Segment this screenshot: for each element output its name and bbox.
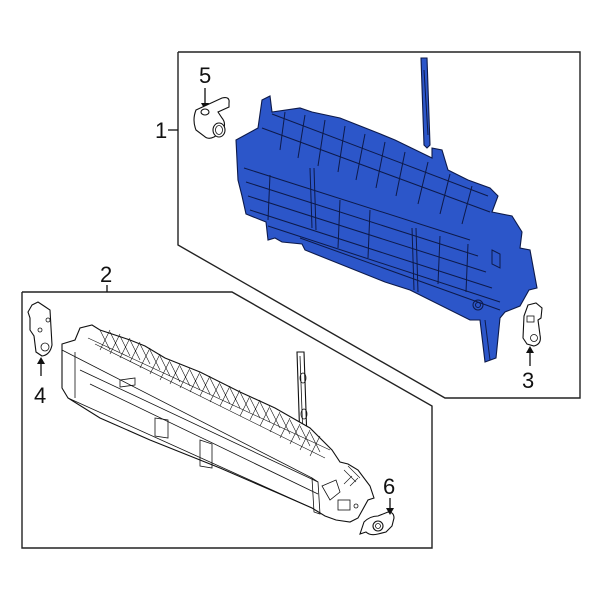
svg-text:6: 6 bbox=[383, 474, 395, 499]
upper-seal-strip bbox=[420, 57, 431, 149]
lower-actuator-part[interactable] bbox=[359, 511, 395, 536]
mesh-pattern bbox=[99, 329, 321, 457]
callout-2[interactable]: 2 bbox=[100, 262, 112, 292]
actuator-motor-part[interactable] bbox=[193, 97, 230, 139]
svg-text:5: 5 bbox=[199, 63, 211, 88]
right-bracket-part[interactable] bbox=[522, 302, 543, 347]
left-bracket-part[interactable] bbox=[27, 301, 53, 357]
callout-5[interactable]: 5 bbox=[199, 63, 211, 110]
svg-text:2: 2 bbox=[100, 262, 112, 287]
svg-text:4: 4 bbox=[34, 383, 46, 408]
lower-group-box bbox=[21, 291, 433, 549]
svg-text:1: 1 bbox=[155, 118, 167, 143]
callout-4[interactable]: 4 bbox=[34, 357, 46, 408]
callout-3[interactable]: 3 bbox=[522, 346, 534, 393]
upper-group-box bbox=[177, 51, 581, 399]
lower-shutter-assembly-part[interactable] bbox=[61, 324, 375, 523]
air-shutter-assembly-part[interactable] bbox=[235, 95, 538, 363]
callout-1[interactable]: 1 bbox=[155, 118, 178, 143]
svg-text:3: 3 bbox=[522, 368, 534, 393]
callout-6[interactable]: 6 bbox=[383, 474, 395, 515]
